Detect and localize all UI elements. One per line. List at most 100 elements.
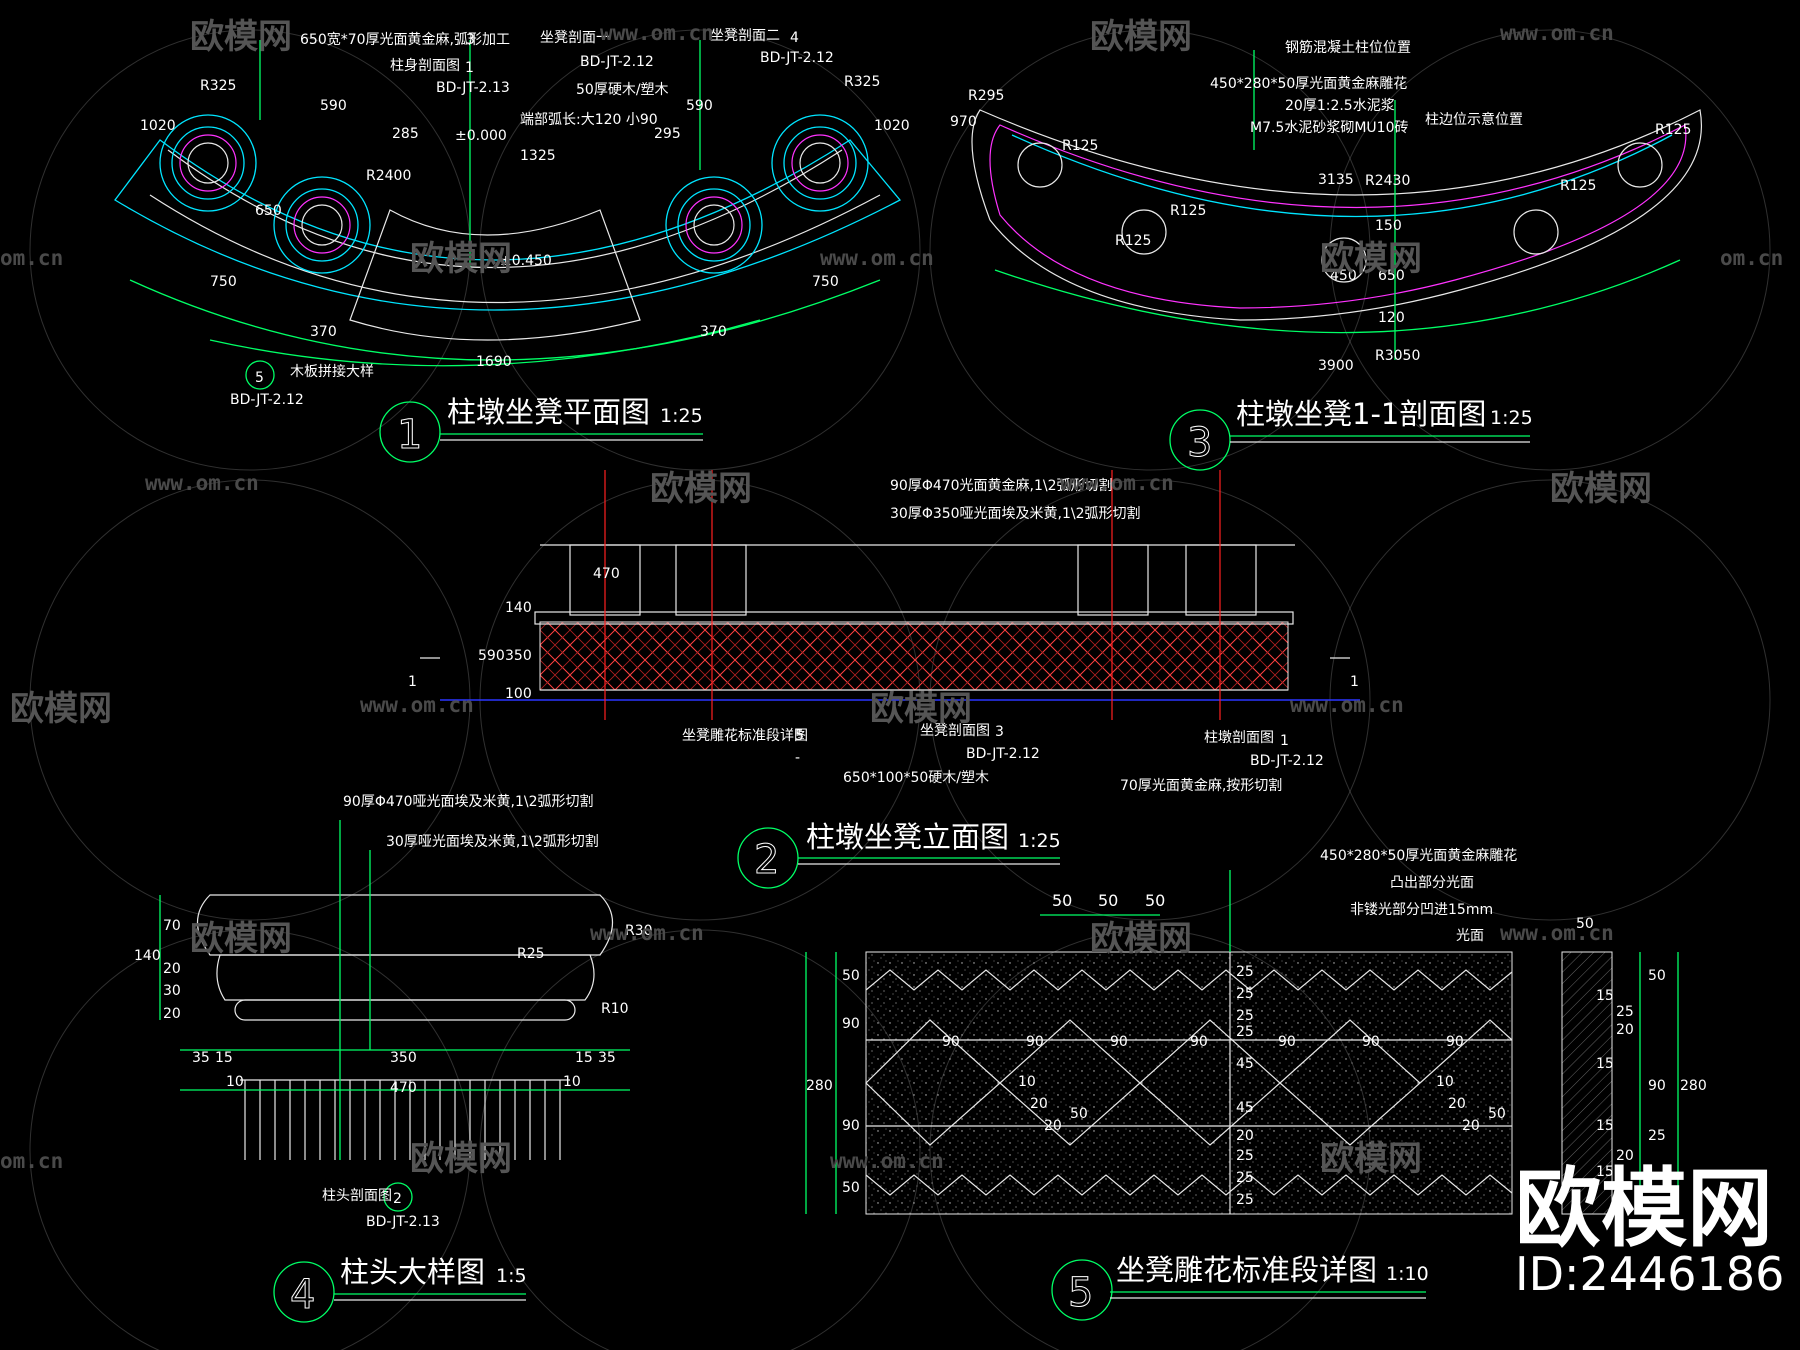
svg-text:15: 15 <box>1596 1164 1614 1180</box>
svg-text:10: 10 <box>1018 1074 1036 1090</box>
title-elevation: 2 柱墩坐凳立面图 1:25 <box>737 820 1061 889</box>
watermarks: 欧模网 欧模网 欧模网 欧模网 欧模网 欧模网 欧模网 欧模网 欧模网 欧模网 … <box>0 17 1783 1179</box>
svg-text:70: 70 <box>163 918 181 934</box>
svg-text:1690: 1690 <box>476 354 512 370</box>
svg-text:R325: R325 <box>844 74 880 90</box>
svg-text:1:25: 1:25 <box>1490 407 1533 429</box>
svg-text:15: 15 <box>215 1050 233 1066</box>
svg-text:BD-JT-2.12: BD-JT-2.12 <box>1250 753 1324 769</box>
svg-text:450*280*50厚光面黄金麻雕花: 450*280*50厚光面黄金麻雕花 <box>1210 75 1407 92</box>
svg-text:欧模网: 欧模网 <box>1515 1159 1773 1259</box>
svg-text:25: 25 <box>1236 986 1254 1002</box>
title-carving: 5 坐凳雕花标准段详图 1:10 <box>1051 1253 1429 1321</box>
carving-view <box>805 870 1679 1215</box>
svg-text:750: 750 <box>812 274 839 290</box>
svg-text:非镂光部分凹进15mm: 非镂光部分凹进15mm <box>1350 902 1493 918</box>
svg-text:90: 90 <box>1446 1034 1464 1050</box>
svg-text:R125: R125 <box>1170 203 1206 219</box>
svg-text:欧模网: 欧模网 <box>190 17 292 57</box>
svg-text:www.om.cn: www.om.cn <box>145 471 259 495</box>
svg-text:35: 35 <box>192 1050 210 1066</box>
svg-text:25: 25 <box>1236 1192 1254 1208</box>
svg-text:1325: 1325 <box>520 148 556 164</box>
svg-text:www.om.cn: www.om.cn <box>590 921 704 945</box>
svg-text:1:25: 1:25 <box>1018 830 1061 852</box>
svg-text:20厚1:2.5水泥浆: 20厚1:2.5水泥浆 <box>1285 98 1395 114</box>
svg-text:90: 90 <box>1190 1034 1208 1050</box>
svg-text:20: 20 <box>1616 1148 1634 1164</box>
svg-text:140: 140 <box>505 600 532 616</box>
svg-text:15: 15 <box>1596 1118 1614 1134</box>
svg-text:5: 5 <box>795 728 804 744</box>
svg-text:坐凳剖面一: 坐凳剖面一 <box>540 30 610 46</box>
svg-text:om.cn: om.cn <box>0 1149 63 1173</box>
svg-text:www.om.cn: www.om.cn <box>360 693 474 717</box>
svg-text:欧模网: 欧模网 <box>1550 469 1652 509</box>
svg-text:650宽*70厚光面黄金麻,弧形加工: 650宽*70厚光面黄金麻,弧形加工 <box>300 31 510 48</box>
svg-text:370: 370 <box>700 324 727 340</box>
svg-text:50: 50 <box>842 968 860 984</box>
svg-text:150: 150 <box>1375 218 1402 234</box>
svg-text:BD-JT-2.13: BD-JT-2.13 <box>366 1214 440 1230</box>
elevation-labels: 90厚Φ470光面黄金麻,1\2弧形切割 30厚Φ350哑光面埃及米黄,1\2弧… <box>408 477 1359 794</box>
svg-text:±0.000: ±0.000 <box>455 128 507 144</box>
svg-text:90厚Φ470哑光面埃及米黄,1\2弧形切割: 90厚Φ470哑光面埃及米黄,1\2弧形切割 <box>343 793 594 810</box>
svg-text:www.om.cn: www.om.cn <box>1500 21 1614 45</box>
svg-text:5: 5 <box>1068 1270 1093 1316</box>
svg-text:www.om.cn: www.om.cn <box>830 1149 944 1173</box>
svg-text:欧模网: 欧模网 <box>870 689 972 729</box>
plan-callout-3: 3 <box>466 32 475 48</box>
svg-text:1:25: 1:25 <box>660 405 703 427</box>
capital-view <box>159 820 630 1212</box>
svg-text:20: 20 <box>1616 1022 1634 1038</box>
svg-text:1: 1 <box>408 674 417 690</box>
svg-text:50: 50 <box>1070 1106 1088 1122</box>
title-plan: 1 柱墩坐凳平面图 1:25 <box>379 395 703 463</box>
svg-text:20: 20 <box>1236 1128 1254 1144</box>
plan-view <box>114 40 902 390</box>
svg-text:欧模网: 欧模网 <box>1090 919 1192 959</box>
svg-text:750: 750 <box>210 274 237 290</box>
svg-text:50: 50 <box>1648 968 1666 984</box>
svg-text:R25: R25 <box>517 946 545 962</box>
svg-text:25: 25 <box>1236 1008 1254 1024</box>
svg-text:www.om.cn: www.om.cn <box>1500 921 1614 945</box>
id-label: ID:2446186 <box>1515 1247 1784 1301</box>
svg-text:欧模网: 欧模网 <box>650 469 752 509</box>
svg-text:www.om.cn: www.om.cn <box>600 21 714 45</box>
svg-text:50: 50 <box>1098 891 1118 910</box>
svg-text:3: 3 <box>1187 420 1212 466</box>
svg-text:柱身剖面图: 柱身剖面图 <box>390 58 460 74</box>
svg-text:木板拼接大样: 木板拼接大样 <box>290 363 374 380</box>
svg-text:100: 100 <box>505 686 532 702</box>
svg-text:M7.5水泥砂浆砌MU10砖: M7.5水泥砂浆砌MU10砖 <box>1250 120 1408 136</box>
svg-text:www.om.cn: www.om.cn <box>820 246 934 270</box>
carving-title: 坐凳雕花标准段详图 <box>1116 1253 1377 1287</box>
svg-text:25: 25 <box>1236 1148 1254 1164</box>
svg-text:欧模网: 欧模网 <box>1320 1139 1422 1179</box>
svg-text:50厚硬木/塑木: 50厚硬木/塑木 <box>576 82 669 98</box>
svg-text:柱边位示意位置: 柱边位示意位置 <box>1425 111 1523 128</box>
svg-text:4: 4 <box>790 30 799 46</box>
svg-text:om.cn: om.cn <box>1720 246 1783 270</box>
svg-text:45: 45 <box>1236 1056 1254 1072</box>
svg-text:2: 2 <box>754 837 779 883</box>
svg-text:35: 35 <box>598 1050 616 1066</box>
capital-flutes <box>244 1080 561 1160</box>
svg-text:5: 5 <box>255 370 264 386</box>
svg-text:15: 15 <box>1596 988 1614 1004</box>
svg-text:90: 90 <box>1362 1034 1380 1050</box>
svg-text:120: 120 <box>1378 310 1405 326</box>
svg-text:285: 285 <box>392 126 419 142</box>
svg-text:450*280*50厚光面黄金麻雕花: 450*280*50厚光面黄金麻雕花 <box>1320 847 1517 864</box>
svg-text:BD-JT-2.12: BD-JT-2.12 <box>966 746 1040 762</box>
svg-text:70厚光面黄金麻,按形切割: 70厚光面黄金麻,按形切割 <box>1120 777 1282 794</box>
svg-text:25: 25 <box>1236 964 1254 980</box>
capital-title: 柱头大样图 <box>340 1255 485 1289</box>
svg-text:25: 25 <box>1236 1170 1254 1186</box>
section-title: 柱墩坐凳1-1剖面图 <box>1236 397 1486 431</box>
svg-text:90: 90 <box>1278 1034 1296 1050</box>
svg-text:90: 90 <box>1110 1034 1128 1050</box>
svg-text:470: 470 <box>593 566 620 582</box>
svg-text:90: 90 <box>1026 1034 1044 1050</box>
